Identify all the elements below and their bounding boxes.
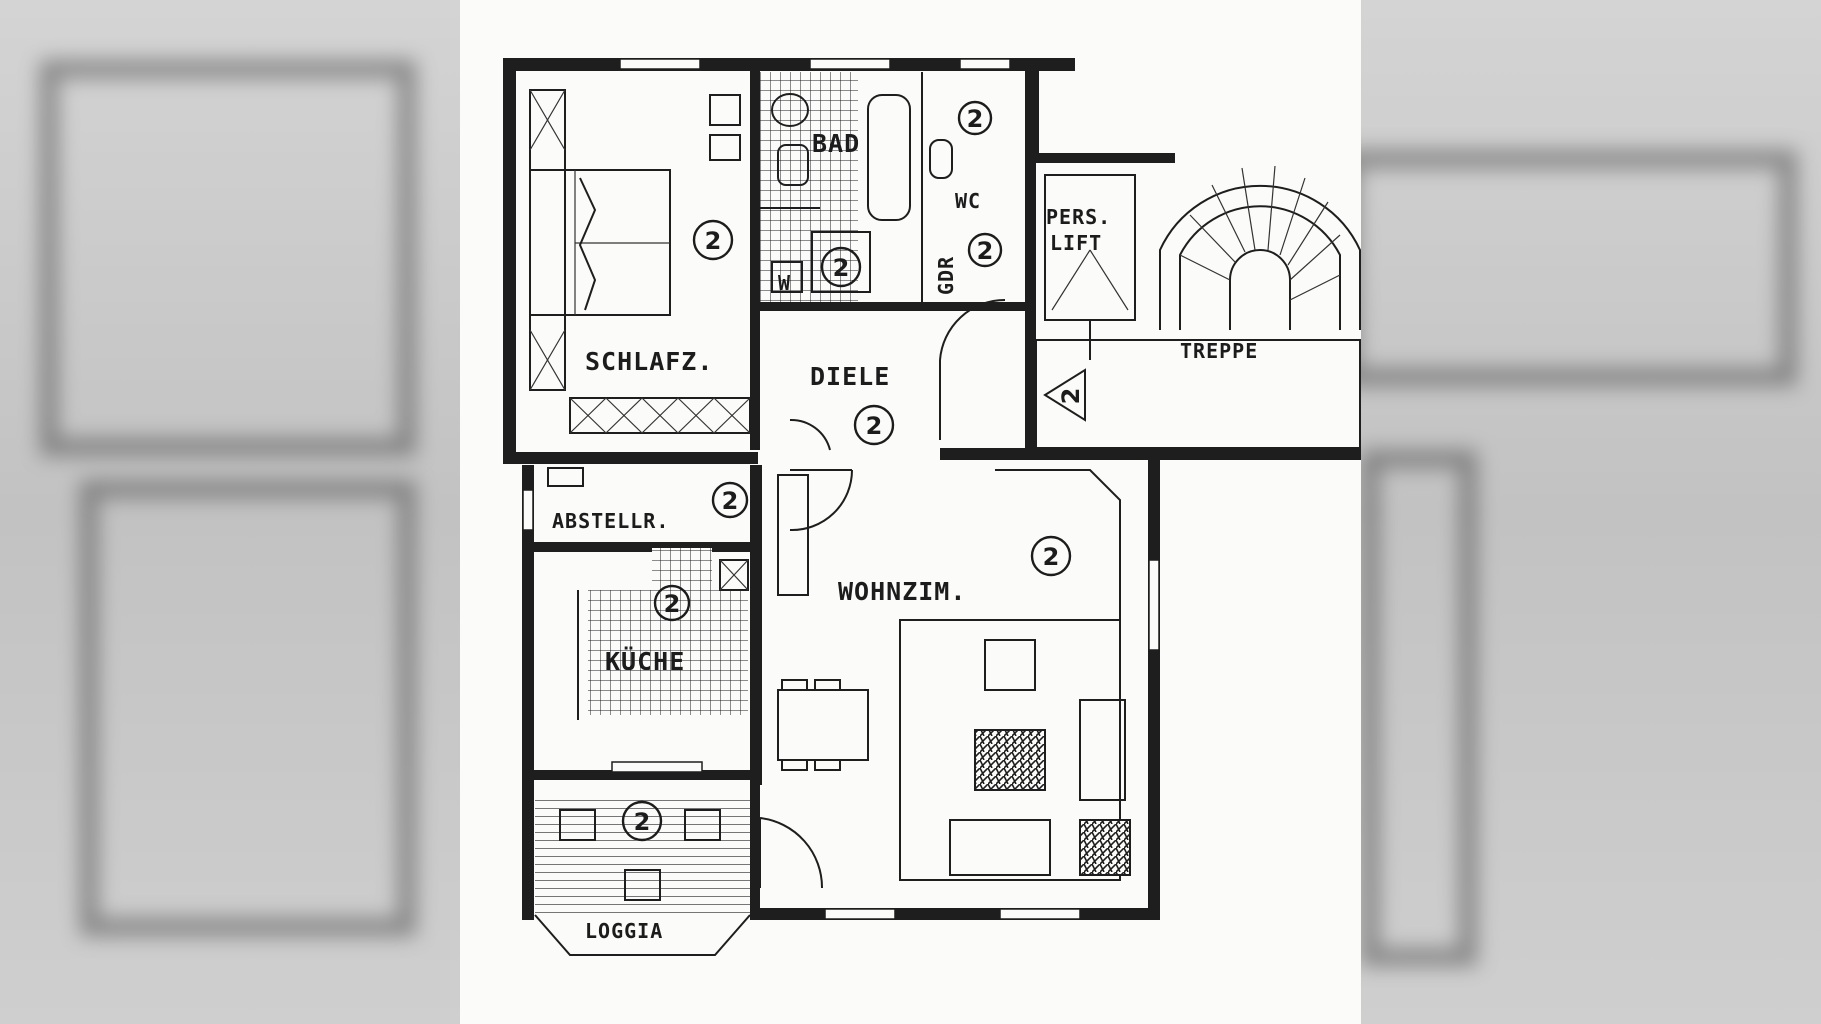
- svg-text:2: 2: [1043, 543, 1060, 571]
- room-label-kueche: KÜCHE: [605, 646, 685, 676]
- svg-text:2: 2: [1057, 388, 1085, 405]
- floor-marker-wc: 2: [957, 100, 993, 136]
- floor-marker-abstellraum: 2: [711, 481, 749, 519]
- floor-marker-schlafzimmer: 2: [692, 219, 734, 261]
- floor-marker-bad: 2: [820, 246, 862, 288]
- room-label-schlafzimmer: SCHLAFZ.: [585, 347, 713, 376]
- svg-text:2: 2: [833, 254, 850, 282]
- room-label-loggia: LOGGIA: [585, 919, 663, 943]
- loggia-fixtures: [534, 795, 751, 956]
- svg-text:2: 2: [866, 412, 883, 440]
- washer-label: W: [778, 271, 791, 295]
- landing-marker: [1043, 368, 1086, 422]
- nightstands: [709, 94, 741, 161]
- svg-text:2: 2: [977, 237, 994, 265]
- passenger-lift: [1044, 174, 1136, 360]
- svg-text:2: 2: [705, 227, 722, 255]
- bathroom-fixtures: [760, 72, 953, 302]
- floor-marker-garderobe: 2: [967, 232, 1003, 268]
- svg-text:2: 2: [664, 590, 681, 618]
- floor-marker-kueche: 2: [653, 584, 691, 622]
- kitchen-fixtures: [577, 548, 749, 720]
- room-label-abstellraum: ABSTELLR.: [552, 509, 669, 533]
- floor-marker-diele: 2: [853, 404, 895, 446]
- blurred-background-left: [0, 0, 460, 1024]
- svg-text:2: 2: [634, 808, 651, 836]
- room-label-lift-line1: PERS.: [1046, 205, 1111, 229]
- door-swings: [759, 298, 1006, 889]
- floor-marker-landing: 2: [1057, 388, 1085, 405]
- room-label-wc: WC: [955, 189, 981, 213]
- blurred-background-right: [1361, 0, 1821, 1024]
- room-label-lift-line2: LIFT: [1050, 231, 1102, 255]
- room-label-wohnzimmer: WOHNZIM.: [838, 577, 966, 606]
- svg-text:2: 2: [967, 105, 984, 133]
- outer-walls: [503, 58, 1361, 920]
- living-room-furniture: [777, 469, 1131, 881]
- floor-plan-sheet: SCHLAFZ. BAD WC GDR PERS. LIFT TREPPE DI…: [460, 0, 1361, 1024]
- room-label-garderobe: GDR: [934, 256, 958, 295]
- bed: [529, 169, 671, 316]
- abstell-shelf: [547, 467, 584, 487]
- room-label-diele: DIELE: [810, 362, 890, 391]
- room-label-treppe: TREPPE: [1180, 339, 1258, 363]
- windows: [522, 58, 1160, 920]
- spiral-staircase: [1159, 165, 1361, 330]
- wardrobe-bottom: [569, 397, 751, 434]
- floor-plan: SCHLAFZ. BAD WC GDR PERS. LIFT TREPPE DI…: [503, 58, 1361, 956]
- wardrobe-left: [529, 89, 566, 391]
- floor-marker-wohnzimmer: 2: [1030, 535, 1072, 577]
- floor-marker-loggia: 2: [621, 800, 663, 842]
- room-label-bad: BAD: [812, 129, 860, 158]
- svg-text:2: 2: [722, 487, 739, 515]
